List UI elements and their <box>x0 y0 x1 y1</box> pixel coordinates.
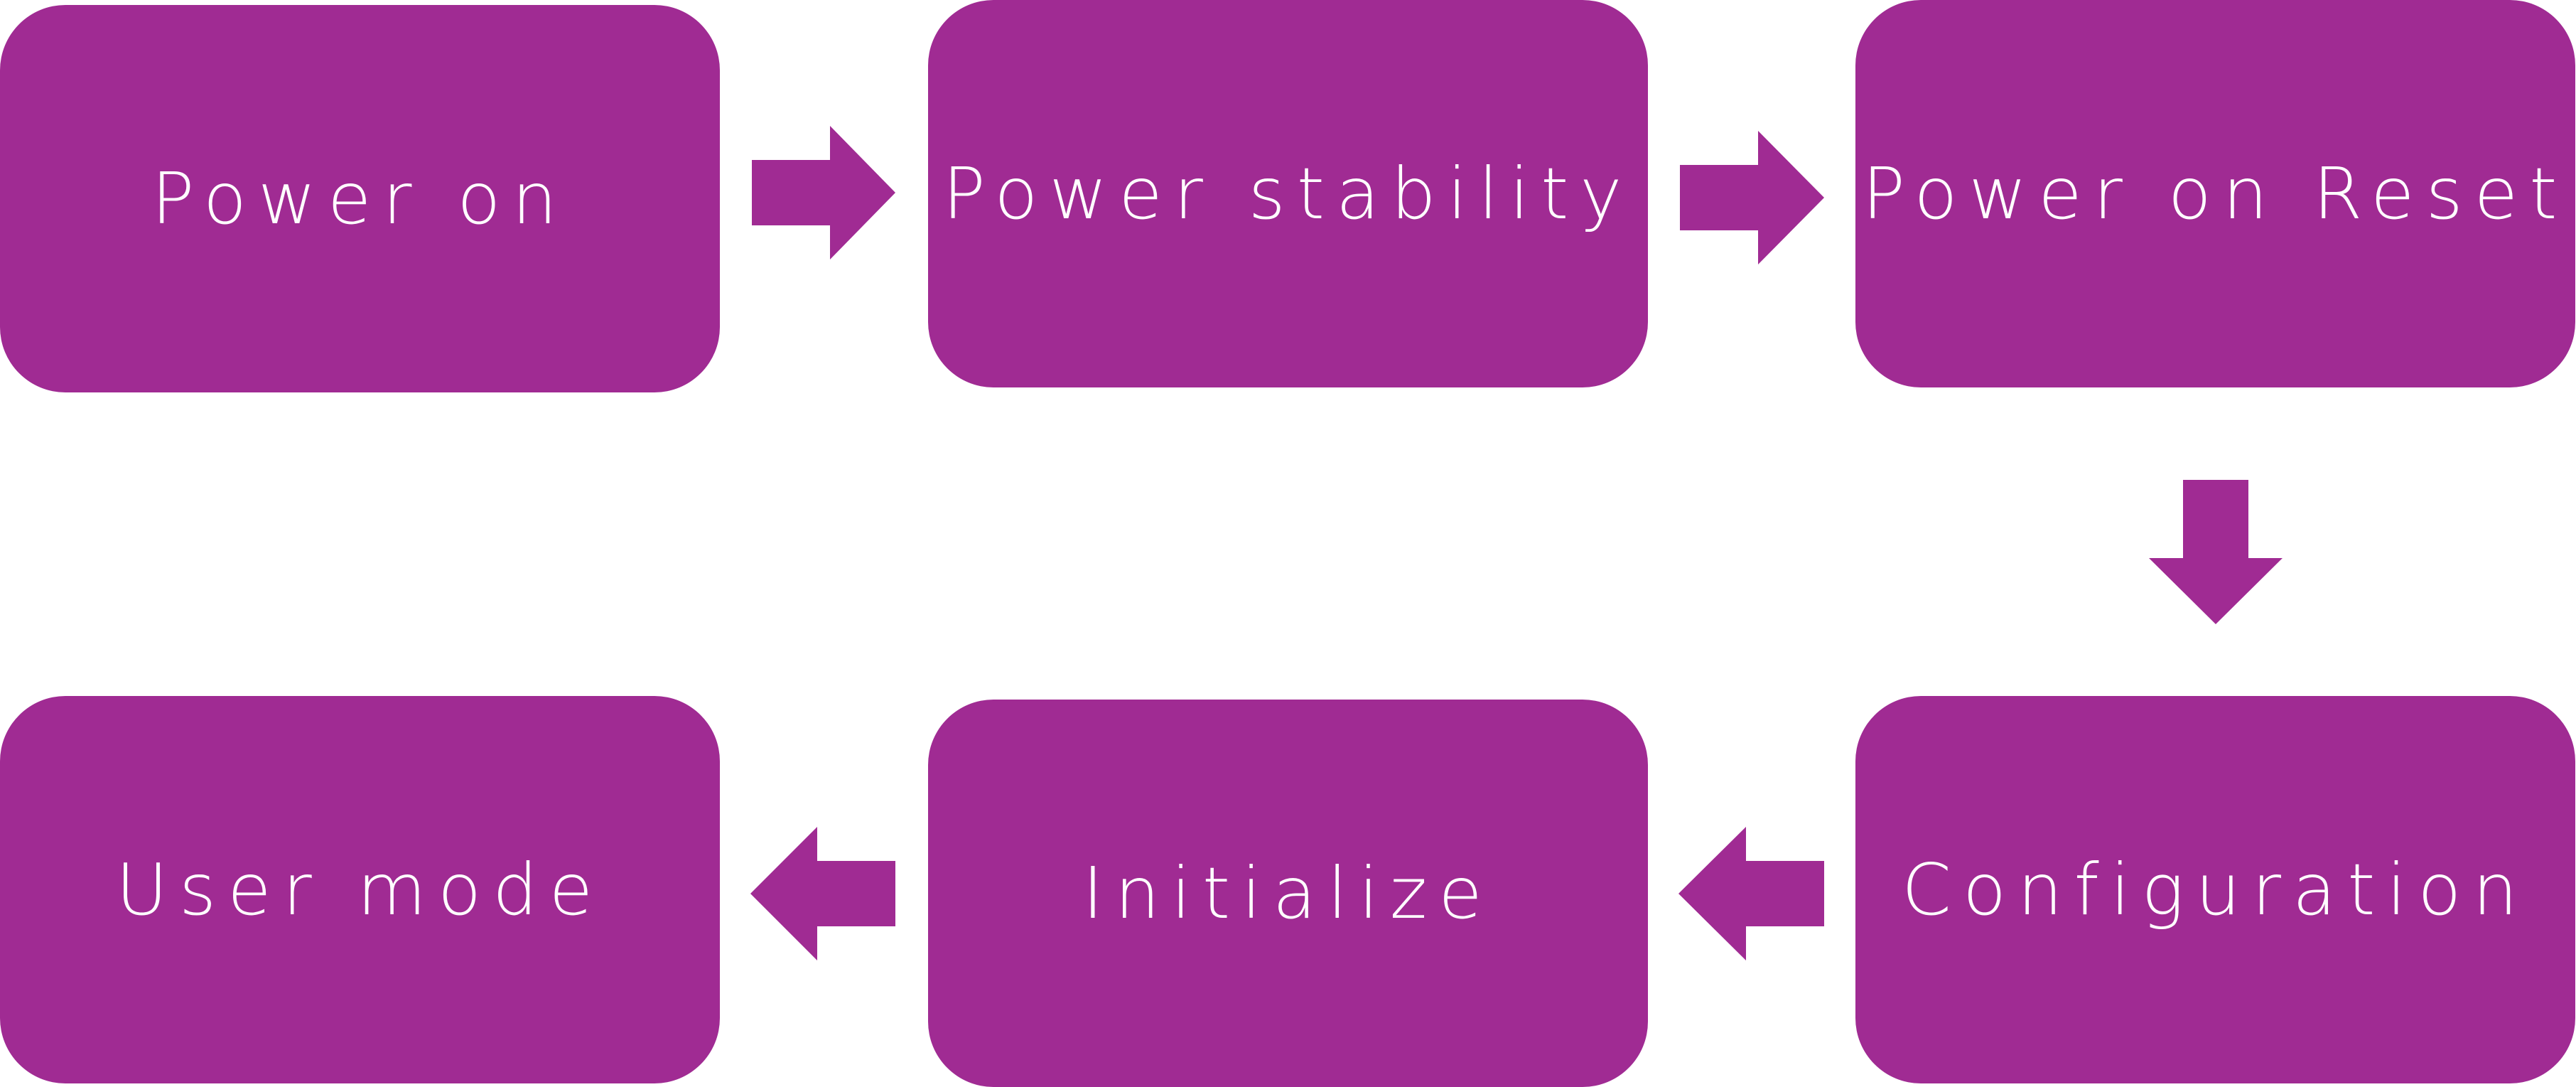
arrow-right-shape <box>1680 131 1824 264</box>
step-power-stability: Power stability <box>928 0 1648 387</box>
arrow-left-shape <box>750 827 895 960</box>
step-label: Initialize <box>1082 851 1494 935</box>
step-configuration: Configuration <box>1855 696 2575 1083</box>
step-user-mode: User mode <box>0 696 720 1083</box>
arrow-right-shape <box>752 126 895 259</box>
arrow-down-icon <box>2149 480 2283 624</box>
arrow-left-icon <box>750 827 895 960</box>
step-label: Power stability <box>942 151 1634 235</box>
step-initialize: Initialize <box>928 700 1648 1087</box>
arrow-left-icon <box>1678 827 1824 960</box>
step-label: User mode <box>115 847 605 931</box>
arrow-down-shape <box>2149 480 2283 624</box>
arrow-right-icon <box>752 126 895 259</box>
arrow-left-shape <box>1678 827 1824 960</box>
step-label: Power on Reset <box>1862 151 2569 235</box>
step-label: Power on <box>151 156 568 240</box>
step-power-on: Power on <box>0 5 720 392</box>
step-label: Configuration <box>1902 847 2529 931</box>
step-power-on-reset: Power on Reset <box>1855 0 2575 387</box>
arrow-right-icon <box>1680 131 1824 264</box>
